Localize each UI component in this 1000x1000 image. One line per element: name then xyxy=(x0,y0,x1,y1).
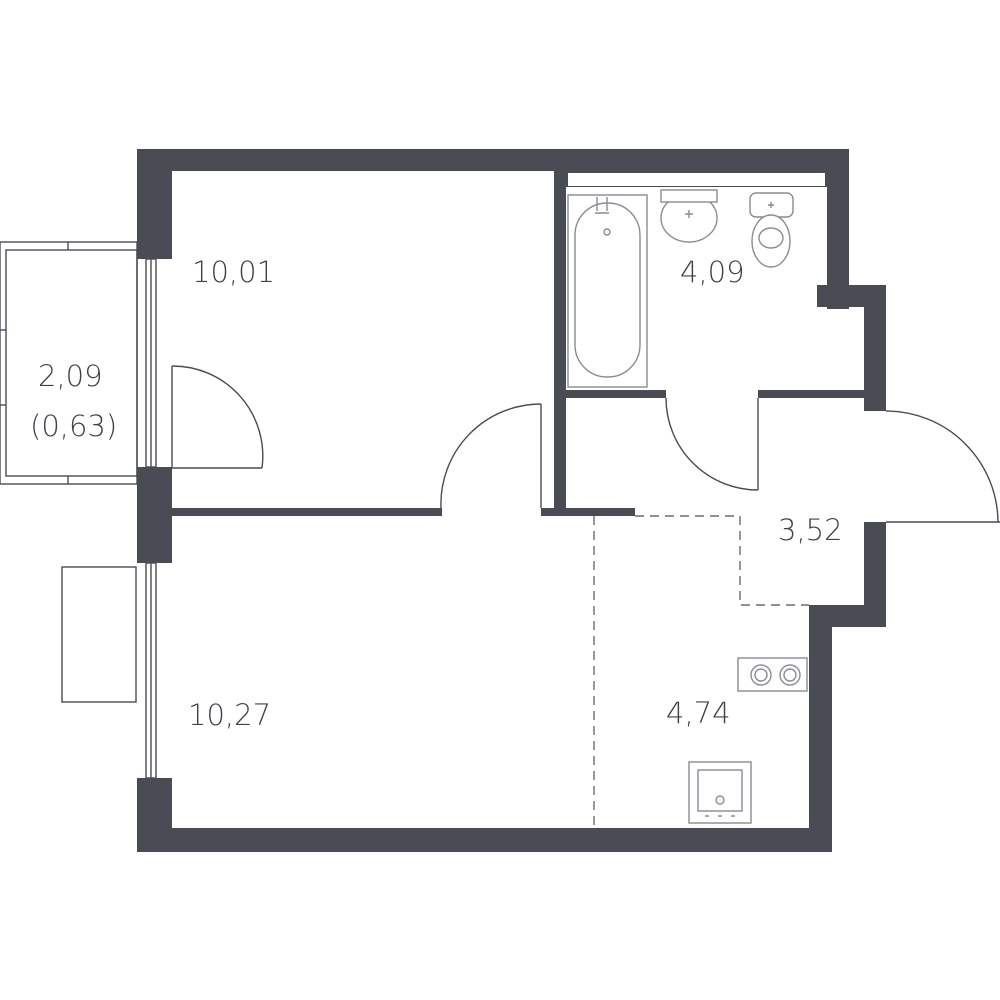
sink-top-icon xyxy=(660,189,718,203)
wall-between-rooms-right xyxy=(541,508,635,516)
kitchen-sink-drain-icon xyxy=(715,795,725,805)
kitchen-divider-hall xyxy=(635,515,809,606)
kitchen-fixtures xyxy=(688,657,808,824)
wall-left-middle xyxy=(137,467,172,563)
area-bathroom: 4,09 xyxy=(680,255,745,289)
wall-between-rooms-left xyxy=(172,508,442,516)
bathtub-drain-icon xyxy=(603,228,611,236)
wall-right-lower xyxy=(809,605,832,852)
windows xyxy=(145,258,157,779)
area-balcony: 2,09 xyxy=(38,359,103,393)
area-kitchen: 4,74 xyxy=(666,696,731,730)
balcony xyxy=(0,241,138,485)
interior-walls xyxy=(172,171,864,516)
kitchen-zone-boundary xyxy=(593,515,809,828)
doors xyxy=(171,365,1000,523)
area-labels: 10,01 4,09 3,52 10,27 4,74 2,09 (0,63) xyxy=(30,255,843,732)
wall-bathroom-left xyxy=(554,171,566,508)
wall-bathroom-bottom-right xyxy=(758,390,864,398)
balcony-door-swing xyxy=(171,365,264,469)
outer-walls xyxy=(137,149,886,852)
area-balcony-reduced: (0,63) xyxy=(30,409,117,443)
balcony-inner xyxy=(5,249,138,477)
wall-bathroom-top-gap xyxy=(568,173,825,186)
area-room-upper-left: 10,01 xyxy=(192,255,275,289)
sink-faucet-icon xyxy=(685,210,693,218)
wall-right-upper xyxy=(827,149,849,309)
bathtub-faucet-icon xyxy=(595,197,609,214)
room-door-swing xyxy=(440,403,542,509)
wall-right-mid-upper xyxy=(864,285,886,411)
wall-bottom xyxy=(137,828,832,852)
wall-top xyxy=(137,149,849,171)
wall-right-mid-lower xyxy=(864,522,886,627)
wall-left-top xyxy=(137,149,172,259)
stove-burner-left-inner-icon xyxy=(754,668,768,682)
kitchen-sink-basin-icon xyxy=(697,769,743,812)
toilet-button-icon xyxy=(768,202,774,208)
wall-left-bottom xyxy=(137,778,172,852)
toilet-seat-icon xyxy=(758,227,784,249)
bathroom-fixtures xyxy=(567,189,794,388)
outdoor-unit xyxy=(61,566,137,703)
stove-burner-right-inner-icon xyxy=(783,668,797,682)
area-room-lower-left: 10,27 xyxy=(188,698,271,732)
bathroom-door-swing xyxy=(665,397,759,491)
wall-bathroom-bottom-left xyxy=(566,390,666,398)
area-hallway: 3,52 xyxy=(778,513,843,547)
entrance-door-swing xyxy=(885,410,999,523)
